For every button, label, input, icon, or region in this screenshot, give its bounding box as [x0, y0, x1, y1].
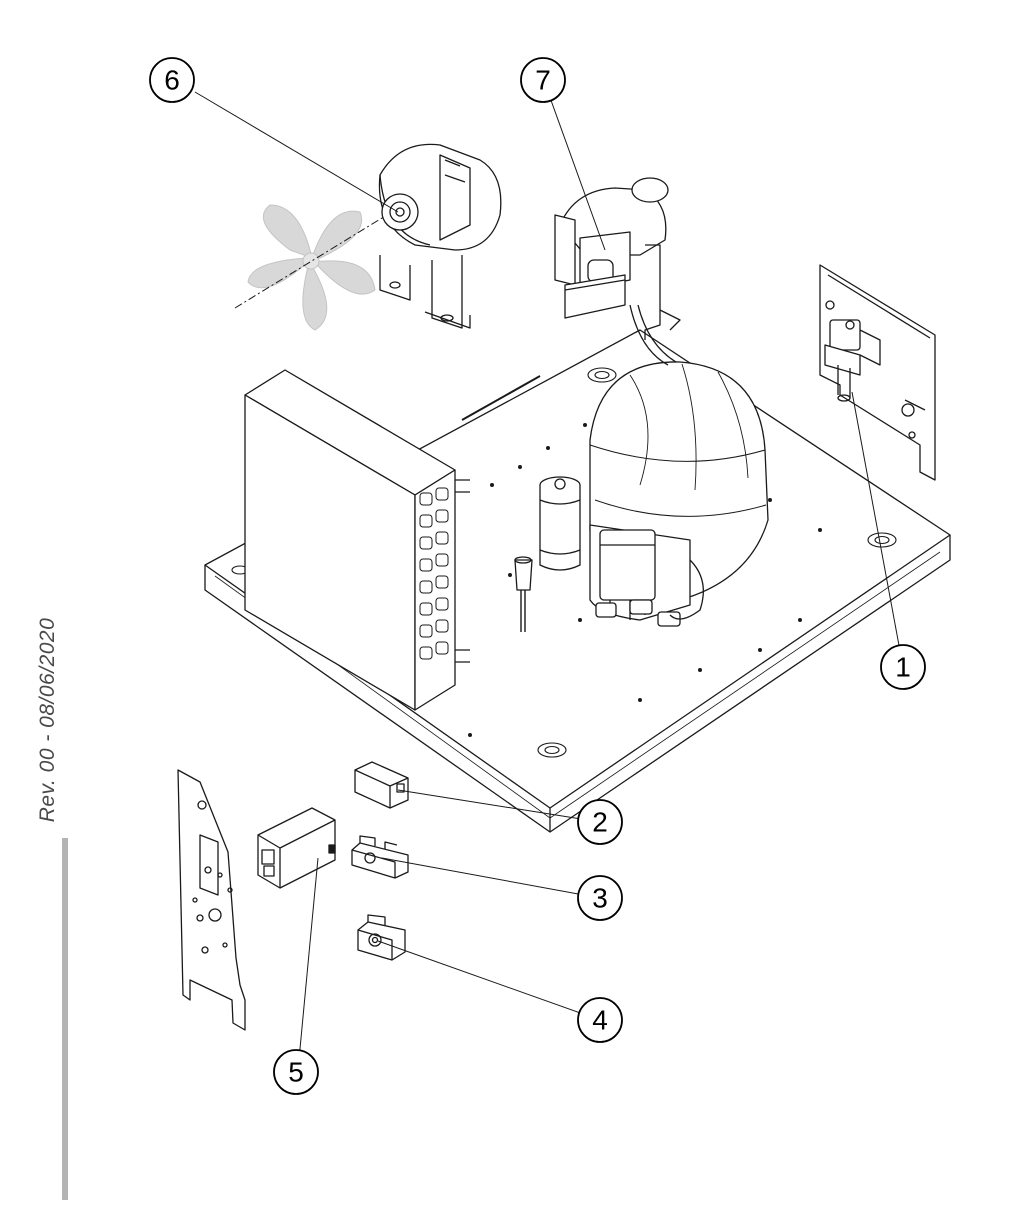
callout-3-label: 3: [592, 883, 608, 914]
callout-2-label: 2: [592, 807, 608, 838]
revision-bar: [62, 838, 68, 1200]
control-mounting-bracket: [177, 769, 246, 1031]
leader-lines: [194, 91, 904, 1071]
callout-5: 5: [273, 1049, 319, 1095]
callout-1: 1: [880, 644, 926, 690]
thermostat-switch: [357, 914, 406, 961]
revision-label: Rev. 00 - 08/06/2020: [36, 617, 59, 823]
callout-6-label: 6: [164, 65, 180, 96]
control-board: [257, 807, 336, 889]
relay-block: [354, 761, 409, 809]
callout-5-label: 5: [288, 1057, 304, 1088]
start-capacitor: [539, 476, 581, 571]
callout-4-label: 4: [592, 1005, 608, 1036]
callout-7-label: 7: [535, 65, 551, 96]
compressor: [589, 361, 769, 627]
callout-2: 2: [577, 799, 623, 845]
callout-3: 3: [577, 875, 623, 921]
water-pump: [554, 177, 681, 366]
callout-7: 7: [520, 57, 566, 103]
switch: [351, 835, 409, 879]
condenser: [244, 369, 470, 711]
callout-4: 4: [577, 997, 623, 1043]
callout-6: 6: [149, 57, 195, 103]
fan-motor: [378, 143, 502, 329]
callout-1-label: 1: [895, 652, 911, 683]
solenoid-valve: [819, 264, 936, 481]
fan-blade: [247, 204, 376, 331]
temperature-probe: [514, 556, 533, 632]
